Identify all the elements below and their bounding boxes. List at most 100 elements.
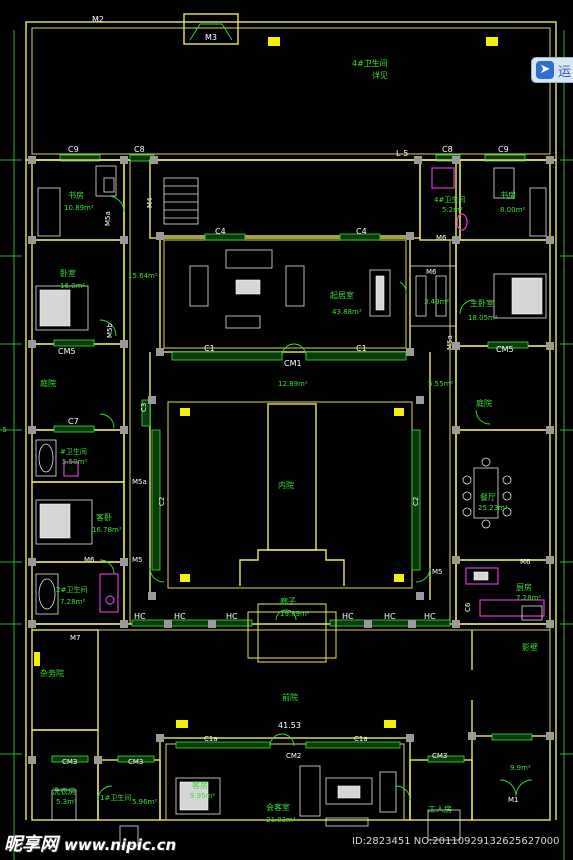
label-m5a: M5a [104,211,112,226]
label-gate-hall: 廊子 [280,596,296,606]
popup-text: 运 [558,65,572,80]
label-cm5-left: CM5 [58,347,76,356]
label-misc-yard: 杂务院 [40,668,64,678]
label-yard-right: 庭院 [476,398,492,408]
label-living-area: 43.88m² [332,308,362,316]
label-l5: L-5 [396,149,408,158]
label-wc4-title: 4#卫生间 [352,58,388,68]
label-guest2: 客房 [192,780,208,790]
label-hc5: HC [384,612,396,621]
front-block [31,629,551,847]
label-hc3: HC [226,612,238,621]
label-hc1: HC [134,612,146,621]
label-c6: C6 [464,602,472,612]
label-study-left: 书房 [68,190,84,200]
label-wc1: 1#卫生间 [100,793,131,802]
label-study-left-area: 10.89m² [64,204,94,212]
label-c1-left: C1 [204,344,215,353]
label-c2-left: C2 [158,497,166,506]
label-dining: 餐厅 [480,493,496,502]
label-m5b: M5b [106,323,114,338]
label-cm3-a: CM3 [62,758,77,766]
inner-courtyard [141,352,431,600]
floating-toolbar-popup[interactable]: ➤ 运 [531,57,573,83]
label-kitchen: 厨房 [516,582,532,592]
label-m5a-right: M5a [446,335,454,350]
room-labels: M2 M3 4#卫生间 详见 C9 C8 L-5 C8 C9 书房 10.89m… [0,15,541,824]
watermark-brand: 昵享网 www.nipic.cn [4,830,176,856]
label-guest: 客卧 [96,512,112,522]
label-hall-area: 12.89m² [278,380,308,388]
right-wing-rooms [409,159,551,624]
label-living: 起居室 [330,290,354,300]
label-m2: M2 [92,15,104,24]
label-c4-right: C4 [356,227,367,236]
label-wc3-area: 5.50m² [62,458,87,466]
label-laundry-area: 5.3m² [56,798,77,806]
send-icon[interactable]: ➤ [536,61,554,79]
label-guest-area: 16.78m² [92,526,122,534]
label-m6-mid: M6 [426,268,437,276]
label-front-yard: 前院 [282,692,298,702]
label-gate-area: 19.89m² [280,610,310,618]
label-corridor-area: 15.64m² [128,272,158,280]
axis-ticks [0,30,573,860]
label-bedroom-left-area: 16.0m² [60,282,85,290]
label-m3: M3 [205,33,217,42]
label-wc3: #卫生间 [60,447,87,456]
label-c9-right: C9 [498,145,509,154]
label-c1a-left: C1a [204,735,218,743]
label-cm3-right: CM3 [432,752,447,760]
label-m7: M7 [70,634,81,642]
label-m5-a: M5a [132,478,147,486]
label-cm1: CM1 [284,359,302,368]
label-m1: M1 [508,796,519,804]
label-study-right: 书房 [500,190,516,200]
label-hc2: HC [174,612,186,621]
label-closet-area: 3.49m² [424,298,449,306]
label-reception: 会客室 [266,802,290,812]
label-cm2: CM2 [286,752,301,760]
label-m4: M4 [146,197,154,208]
label-dim-main: 41.53 [278,721,301,730]
label-c4-left: C4 [215,227,226,236]
label-wc4-room-area: 5.2m² [442,206,463,214]
label-c9-left: C9 [68,145,79,154]
label-gate-area2: 9.9m² [510,764,531,772]
label-hc4: HC [342,612,354,621]
watermark-brand-text: 昵享网 [4,834,58,855]
label-master-area: 18.05m² [468,314,498,322]
label-laundry: 洗衣房 [52,786,76,796]
label-kitchen-area: 7.28m² [516,594,541,602]
watermark-id: ID:2823451 NO:20110929132625627000 [352,836,560,847]
watermark-url: www.nipic.cn [64,836,177,854]
label-inner-court: 内院 [278,480,294,490]
label-c8-left: C8 [134,145,145,154]
label-guest2-area: 9.95m² [190,792,215,800]
label-cm5-right: CM5 [496,345,514,354]
label-shadow-wall: 影壁 [522,642,538,652]
windows-top [59,154,526,162]
structural-columns [28,156,554,764]
label-c8-right: C8 [442,145,453,154]
label-c3: C3 [140,403,148,412]
label-m5-right: M5 [432,568,443,576]
label-worker: 工人房 [428,804,452,814]
label-wc4-room: 4#卫生间 [434,195,465,204]
label-c2-right: C2 [412,497,420,506]
label-hc6: HC [424,612,436,621]
label-study-right-area: 8.00m² [500,206,525,214]
label-c7: C7 [68,417,79,426]
label-hall-side-area: 5.55m² [428,380,453,388]
label-master: 主卧室 [470,298,494,308]
main-hall [149,159,421,361]
veranda-corridor [32,603,550,663]
label-bedroom-left: 卧室 [60,268,76,278]
label-wc4-sub: 详见 [372,70,388,80]
label-m5-left: M5 [132,556,143,564]
light-fixtures [34,37,498,728]
label-yard-left: 庭院 [40,378,56,388]
label-m6-low: M6 [84,556,95,564]
label-m6-top: M6 [436,234,447,242]
